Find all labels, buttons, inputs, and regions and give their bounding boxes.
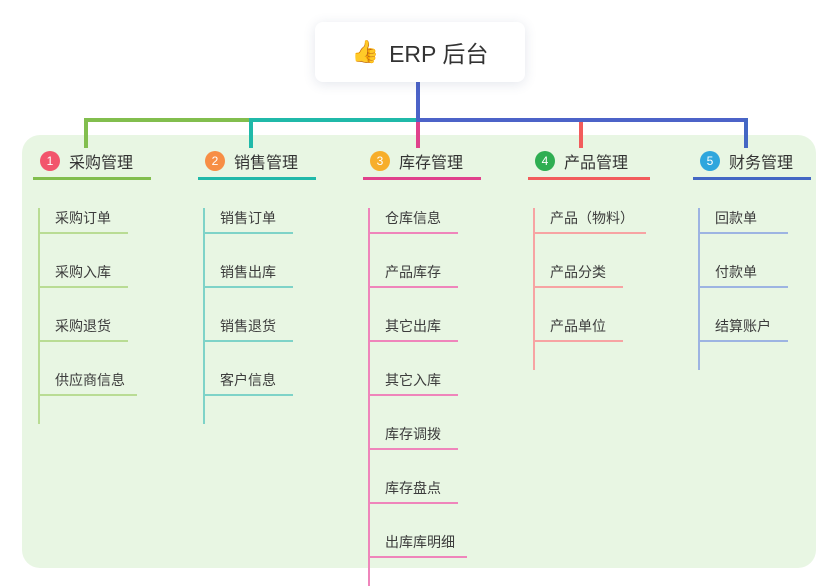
branch-purchase-children: 采购订单 采购入库 采购退货 供应商信息 <box>38 208 193 424</box>
node-product-unit[interactable]: 产品单位 <box>533 316 623 342</box>
node-product-category[interactable]: 产品分类 <box>533 262 623 288</box>
drop-line-product <box>579 122 583 148</box>
node-supplier-info[interactable]: 供应商信息 <box>38 370 137 396</box>
branch-inventory-children: 仓库信息 产品库存 其它出库 其它入库 库存调拨 库存盘点 出库库明细 <box>368 208 523 586</box>
bus-line-finance <box>416 118 748 122</box>
branch-product-underline <box>528 177 650 180</box>
branch-product-header[interactable]: 4 产品管理 <box>528 148 650 174</box>
branch-purchase-label: 采购管理 <box>69 155 134 172</box>
badge-4-icon: 4 <box>535 151 555 171</box>
branch-sales-children: 销售订单 销售出库 销售退货 客户信息 <box>203 208 358 424</box>
badge-1-icon: 1 <box>40 151 60 171</box>
badge-3-icon: 3 <box>370 151 390 171</box>
branch-finance: 5 财务管理 回款单 付款单 结算账户 <box>693 148 839 370</box>
branch-inventory-label: 库存管理 <box>399 155 464 172</box>
branch-finance-header[interactable]: 5 财务管理 <box>693 148 811 174</box>
branch-finance-vline <box>698 208 700 370</box>
node-product-stock[interactable]: 产品库存 <box>368 262 458 288</box>
node-stock-transfer[interactable]: 库存调拨 <box>368 424 458 450</box>
branch-purchase-underline <box>33 177 151 180</box>
root-connector-line <box>416 82 420 118</box>
branch-finance-children: 回款单 付款单 结算账户 <box>698 208 839 370</box>
node-warehouse-info[interactable]: 仓库信息 <box>368 208 458 234</box>
drop-line-finance <box>744 118 748 148</box>
badge-5-icon: 5 <box>700 151 720 171</box>
node-customer-info[interactable]: 客户信息 <box>203 370 293 396</box>
node-purchase-inbound[interactable]: 采购入库 <box>38 262 128 288</box>
root-node-label: ERP 后台 <box>389 41 489 67</box>
bus-line-sales <box>249 118 416 122</box>
node-receipt-bill[interactable]: 回款单 <box>698 208 788 234</box>
node-purchase-order[interactable]: 采购订单 <box>38 208 128 234</box>
branch-sales-label: 销售管理 <box>234 155 299 172</box>
branch-inventory: 3 库存管理 仓库信息 产品库存 其它出库 其它入库 库存调拨 库存盘点 出库库… <box>363 148 523 586</box>
branch-purchase-header[interactable]: 1 采购管理 <box>33 148 151 174</box>
branch-purchase: 1 采购管理 采购订单 采购入库 采购退货 供应商信息 <box>33 148 193 424</box>
branch-inventory-vline <box>368 208 370 586</box>
branch-finance-label: 财务管理 <box>729 155 794 172</box>
bus-line-purchase <box>84 118 249 122</box>
branch-product-children: 产品（物料） 产品分类 产品单位 <box>533 208 688 370</box>
branch-sales-vline <box>203 208 205 424</box>
drop-line-purchase <box>84 118 88 148</box>
node-stock-detail[interactable]: 出库库明细 <box>368 532 467 558</box>
branch-product-vline <box>533 208 535 370</box>
node-other-inbound[interactable]: 其它入库 <box>368 370 458 396</box>
node-purchase-return[interactable]: 采购退货 <box>38 316 128 342</box>
node-product-material[interactable]: 产品（物料） <box>533 208 646 234</box>
node-sales-order[interactable]: 销售订单 <box>203 208 293 234</box>
branch-sales-underline <box>198 177 316 180</box>
node-other-outbound[interactable]: 其它出库 <box>368 316 458 342</box>
node-sales-return[interactable]: 销售退货 <box>203 316 293 342</box>
branch-purchase-vline <box>38 208 40 424</box>
badge-2-icon: 2 <box>205 151 225 171</box>
node-stock-check[interactable]: 库存盘点 <box>368 478 458 504</box>
root-node-erp[interactable]: 👍 ERP 后台 <box>315 22 525 82</box>
branch-inventory-header[interactable]: 3 库存管理 <box>363 148 481 174</box>
branch-product: 4 产品管理 产品（物料） 产品分类 产品单位 <box>528 148 688 370</box>
branch-sales: 2 销售管理 销售订单 销售出库 销售退货 客户信息 <box>198 148 358 424</box>
branch-product-label: 产品管理 <box>564 155 629 172</box>
node-payment-bill[interactable]: 付款单 <box>698 262 788 288</box>
drop-line-sales <box>249 118 253 148</box>
thumbs-up-icon: 👍 <box>351 39 380 64</box>
branch-sales-header[interactable]: 2 销售管理 <box>198 148 316 174</box>
branch-inventory-underline <box>363 177 481 180</box>
node-sales-outbound[interactable]: 销售出库 <box>203 262 293 288</box>
branches-panel <box>22 135 816 568</box>
drop-line-inventory <box>416 122 420 148</box>
branch-finance-underline <box>693 177 811 180</box>
node-settlement-account[interactable]: 结算账户 <box>698 316 788 342</box>
